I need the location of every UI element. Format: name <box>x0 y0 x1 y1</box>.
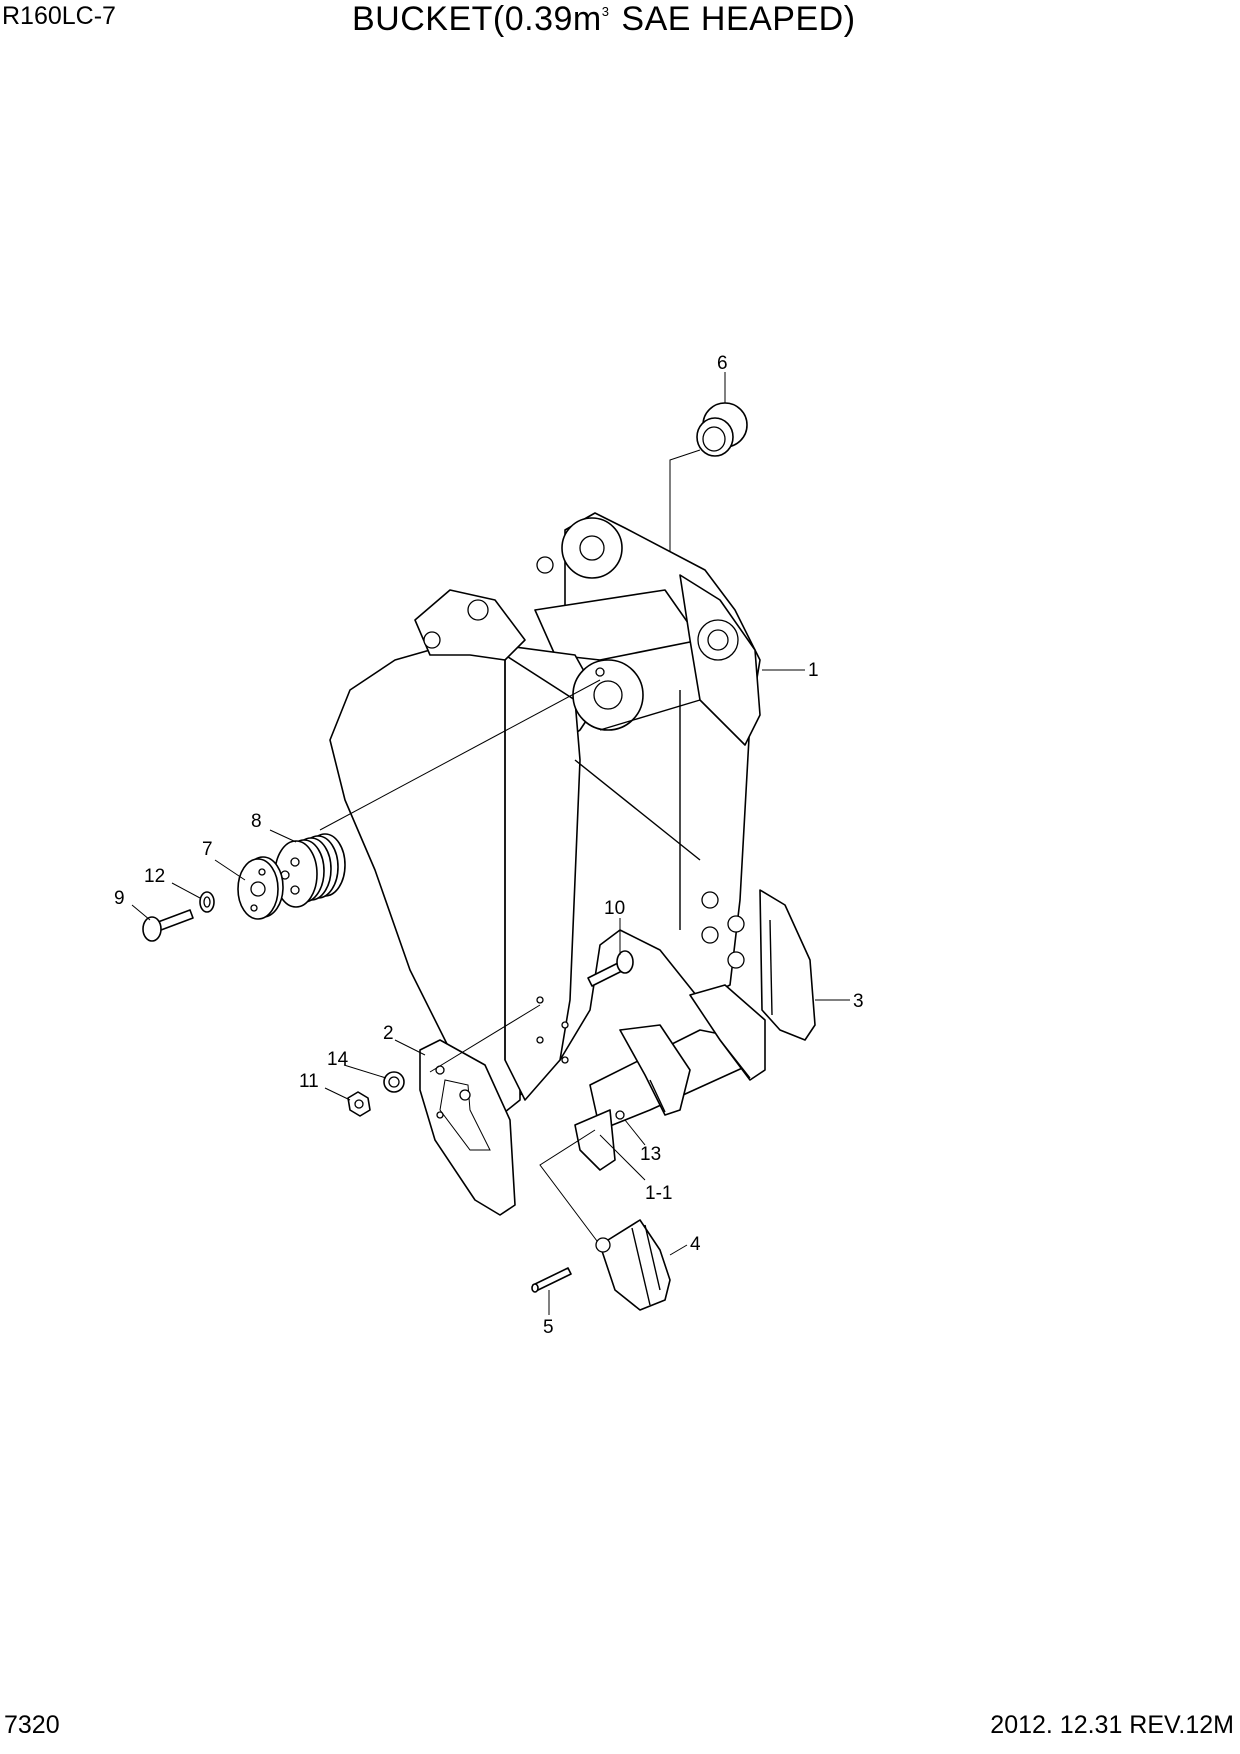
bolt-part <box>142 909 194 942</box>
cover-plate-pin-line <box>429 1004 541 1073</box>
callout-3: 3 <box>853 991 864 1012</box>
bucket-body-part <box>329 512 761 1131</box>
callout-1-1: 1-1 <box>645 1183 672 1204</box>
tooth-pin-part <box>531 1267 572 1293</box>
bolt-10-part <box>587 950 634 987</box>
callout-7: 7 <box>202 839 213 860</box>
tooth-leader-line <box>539 1129 601 1246</box>
callout-5: 5 <box>543 1317 554 1338</box>
callout-4: 4 <box>690 1234 701 1255</box>
callout-13: 13 <box>640 1144 661 1165</box>
pin-13-part <box>615 1110 625 1120</box>
callout-11: 11 <box>299 1071 319 1092</box>
teeth-row <box>574 984 766 1171</box>
title-suffix: SAE HEAPED) <box>611 0 856 38</box>
title-superscript: 3 <box>601 4 610 19</box>
page-number: 7320 <box>4 1711 60 1739</box>
callout-14: 14 <box>327 1049 349 1070</box>
revision-date: 2012. 12.31 REV.12M <box>990 1711 1234 1739</box>
side-cutter-part <box>759 889 816 1041</box>
bushing-part <box>696 402 748 457</box>
callout-12: 12 <box>144 866 165 887</box>
page-title: BUCKET(0.39m3 SAE HEAPED) <box>352 0 856 39</box>
callout-9: 9 <box>114 888 125 909</box>
callout-1: 1 <box>808 660 819 681</box>
title-prefix: BUCKET(0.39m <box>352 0 602 38</box>
cover-plate-part <box>419 1039 516 1216</box>
pin-axis-line <box>319 679 601 831</box>
washer-part <box>199 891 215 913</box>
shim-part <box>274 833 346 908</box>
tooth-part <box>595 1219 671 1311</box>
callout-leaders <box>131 372 726 1315</box>
callout-6: 6 <box>717 353 728 374</box>
model-label: R160LC-7 <box>2 2 116 30</box>
callout-8: 8 <box>251 811 262 832</box>
callout-10: 10 <box>604 898 625 919</box>
plate-part <box>237 856 284 920</box>
washer-14-part <box>383 1071 405 1093</box>
nut-11-part <box>347 1091 371 1117</box>
callout-2: 2 <box>383 1023 394 1044</box>
